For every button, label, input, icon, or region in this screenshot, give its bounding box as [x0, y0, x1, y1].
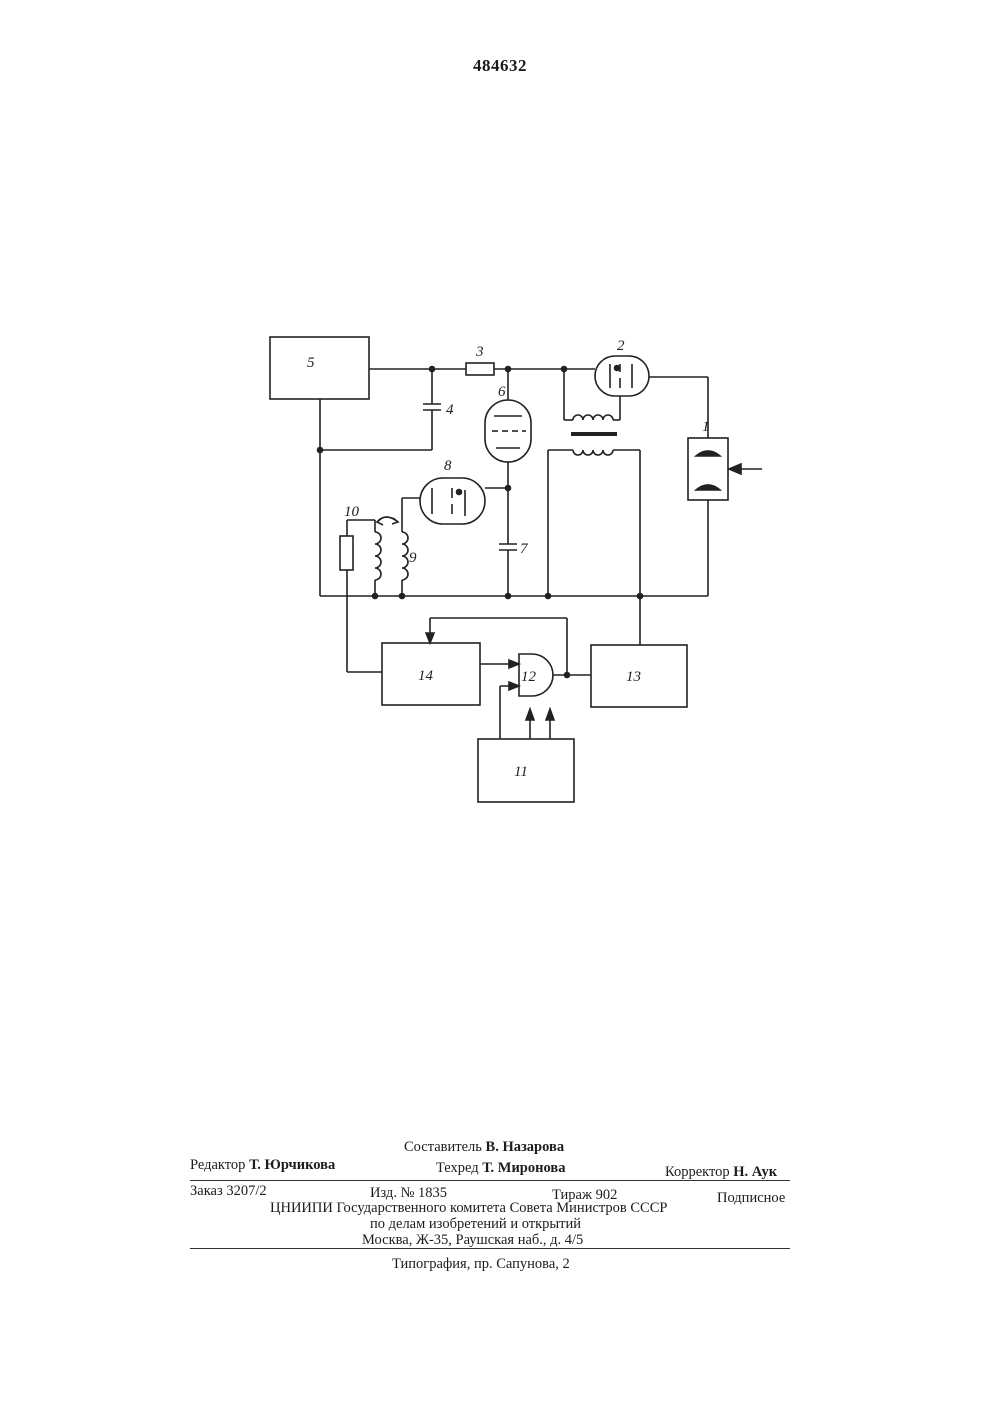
subscription: Подписное — [717, 1190, 785, 1207]
label-9: 9 — [409, 550, 417, 566]
order-number: Заказ 3207/2 — [190, 1183, 267, 1200]
compiler-line: Составитель В. Назарова — [404, 1139, 564, 1156]
label-5: 5 — [307, 355, 315, 371]
divider-top — [190, 1180, 790, 1181]
label-3: 3 — [475, 344, 484, 360]
block-11-output-arrows — [526, 709, 554, 739]
capacitor-4 — [423, 369, 441, 450]
editor-name: Т. Юрчикова — [249, 1157, 335, 1173]
label-7: 7 — [520, 541, 529, 557]
coil-9 — [402, 532, 408, 596]
editor-label: Редактор — [190, 1157, 245, 1173]
org-line-1: ЦНИИПИ Государственного комитета Совета … — [270, 1200, 667, 1217]
corrector-name: Н. Аук — [733, 1164, 777, 1180]
label-1: 1 — [702, 419, 710, 435]
label-8: 8 — [444, 458, 452, 474]
techred-name: Т. Миронова — [482, 1160, 565, 1176]
compiler-label: Составитель — [404, 1139, 482, 1155]
spark-gap-1 — [688, 377, 762, 596]
label-11: 11 — [514, 764, 528, 780]
tube-6 — [485, 369, 531, 488]
resistor-3 — [466, 363, 494, 375]
label-4: 4 — [446, 402, 454, 418]
capacitor-7 — [499, 488, 517, 596]
label-14: 14 — [418, 668, 434, 684]
org-line-3: Москва, Ж-35, Раушская наб., д. 4/5 — [362, 1232, 583, 1249]
printing-house: Типография, пр. Сапунова, 2 — [392, 1256, 570, 1273]
techred-line: Техред Т. Миронова — [436, 1160, 565, 1177]
label-2: 2 — [617, 338, 625, 354]
editor-line: Редактор Т. Юрчикова — [190, 1157, 335, 1174]
coil-10 — [347, 517, 398, 596]
tube-8 — [402, 478, 508, 532]
node — [373, 594, 378, 599]
tube-2 — [595, 356, 708, 396]
divider-bottom — [190, 1248, 790, 1249]
node — [318, 448, 323, 453]
node — [506, 594, 511, 599]
compiler-name: В. Назарова — [486, 1139, 565, 1155]
org-line-2: по делам изобретений и открытий — [370, 1216, 581, 1233]
corrector-label: Корректор — [665, 1164, 730, 1180]
transformer — [548, 369, 640, 645]
label-12: 12 — [521, 669, 537, 685]
label-6: 6 — [498, 384, 506, 400]
gate-12 — [480, 654, 591, 739]
techred-label: Техред — [436, 1160, 479, 1176]
block-5 — [270, 337, 369, 399]
node — [400, 594, 405, 599]
node — [638, 594, 643, 599]
label-13: 13 — [626, 669, 641, 685]
node — [546, 594, 551, 599]
corrector-line: Корректор Н. Аук — [665, 1164, 777, 1181]
label-10: 10 — [344, 504, 360, 520]
wire-feedback — [426, 618, 567, 675]
